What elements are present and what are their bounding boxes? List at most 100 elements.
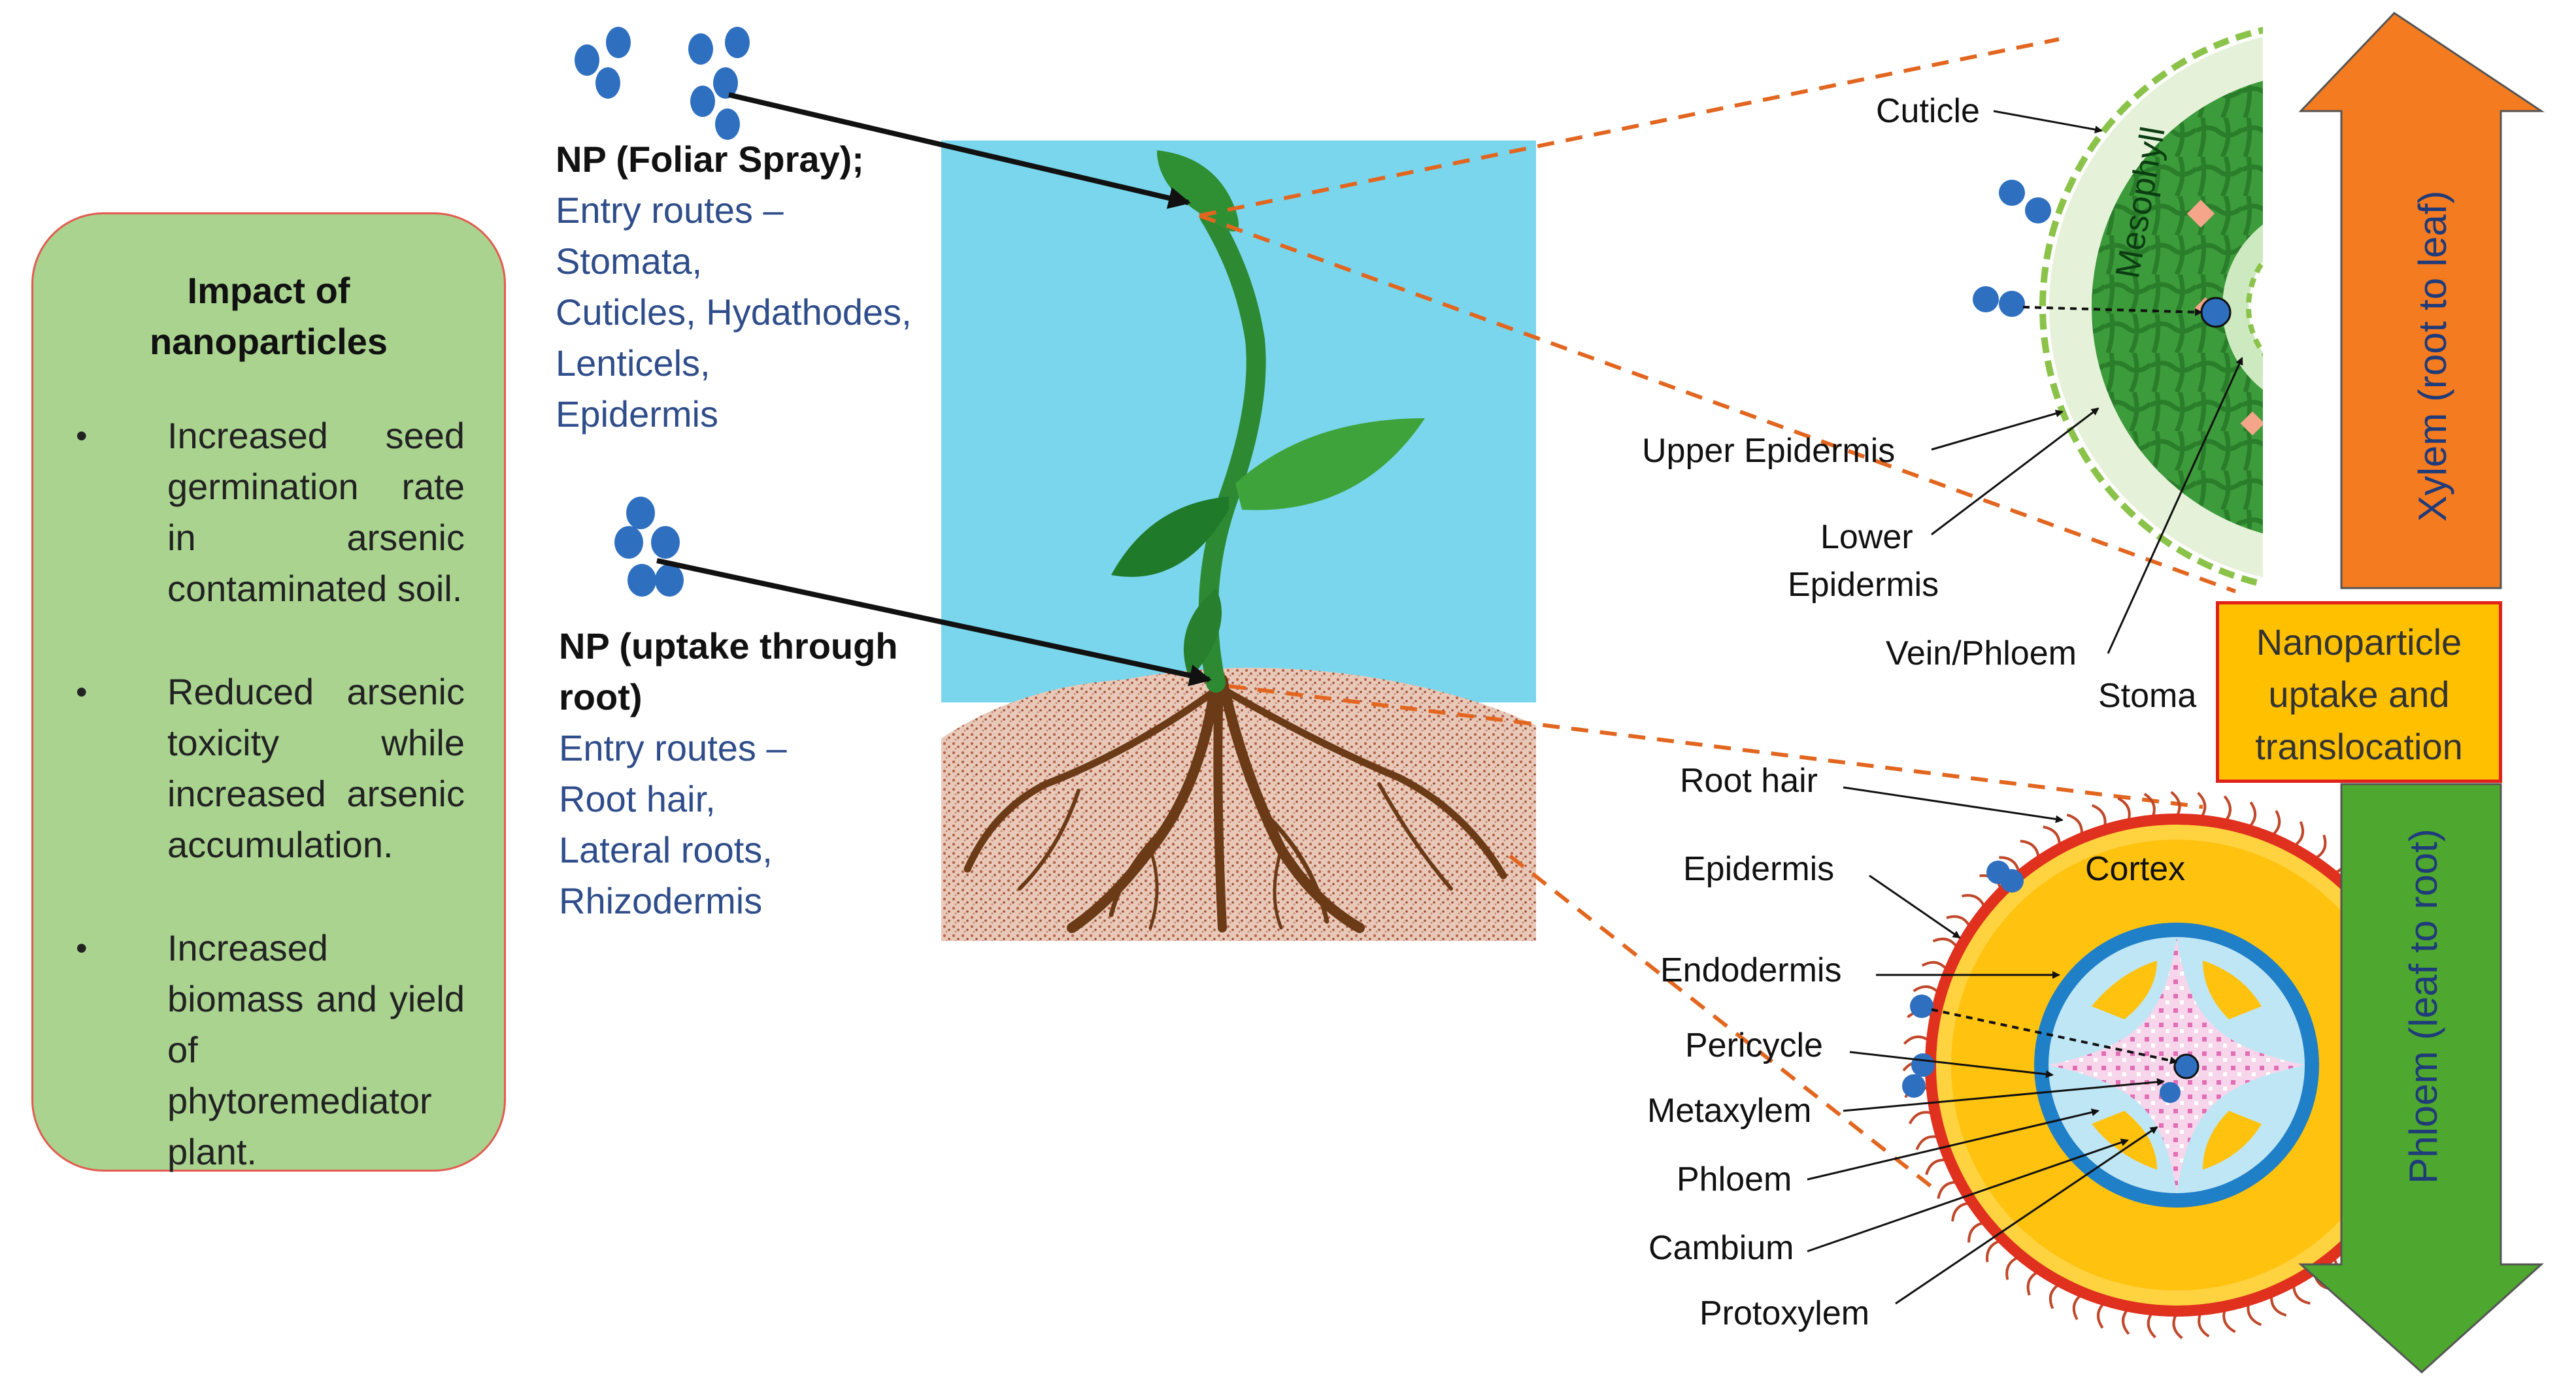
lower-leaf [1184,588,1222,680]
label-protoxylem: Protoxylem [1699,1294,1870,1332]
impact-item: Increased seed germination rate in arsen… [73,410,465,614]
root-hair-strand [2270,1294,2287,1317]
soil-mound [941,668,1536,941]
root-hair-strand [2043,825,2061,846]
label-upper-epidermis: Upper Epidermis [1642,432,1896,470]
foliar-route: Stomata, [556,240,703,282]
root-hair-strand [1915,1135,1939,1151]
root-hair-strand [1903,1035,1930,1045]
label-vein-phloem: Vein/Phloem [1886,634,2077,672]
root-hair-strand [2292,821,2305,847]
root-hair-strand [2117,797,2131,822]
label-phloem: Phloem [1677,1160,1792,1198]
foliar-route: Cuticles, Hydathodes, [556,291,912,333]
root-hair-strand [2198,1311,2210,1338]
root-hair-strand [2147,1311,2156,1339]
zoom-lines [1198,37,2237,1191]
root-title: NP (uptake through root) [559,621,898,723]
leaf-nanoparticles [1973,180,2232,328]
plant-illustration [941,140,1536,941]
impact-panel: Impact of nanoparticles Increased seed g… [31,212,506,1172]
root-entry-arrow [656,558,1212,687]
top-leaf [1157,150,1239,232]
root-hair-strand [2072,1293,2083,1321]
root-hair-strand [2049,1283,2061,1309]
root-hair-strand [2292,1284,2311,1305]
xylem-arrow-label: Xylem (root to leaf) [2411,191,2454,522]
phloem-arrow: Phloem (leaf to root) [2298,783,2544,1374]
root-hair-strand [2247,801,2256,829]
label-epidermis: Epidermis [1683,850,1835,888]
root-hair-strand [1967,1221,1985,1243]
root-hair-strand [2005,1255,2020,1280]
root-hair-strand [2026,1270,2039,1296]
root-system [963,674,1507,933]
nanoparticle-cluster-foliar [575,27,750,140]
root-hair-strand [1921,961,1949,971]
uptake-line3: translocation [2255,726,2463,767]
root-hair-strand [2172,1313,2183,1340]
impact-title-line1: Impact of [187,270,350,311]
label-cortex: Cortex [2085,850,2186,888]
uptake-line2: uptake and [2268,674,2450,715]
xylem-arrow: Xylem (root to leaf) [2298,12,2545,589]
root-np-path [1931,1008,2178,1064]
foliar-route: Entry routes – [556,189,784,231]
label-lower-epidermis-line1: Lower [1820,518,1913,556]
foliar-route: Epidermis [556,393,718,435]
root-title-line1: NP (uptake through [559,625,898,666]
root-hair-strand [1913,985,1940,995]
label-cuticle: Cuticle [1876,92,1980,130]
phloem-arrow-label: Phloem (leaf to root) [2401,829,2445,1184]
impact-item: Reduced arsenic toxicity while increased… [73,666,465,870]
root-hair-strand [2314,834,2327,860]
impact-title: Impact of nanoparticles [33,265,504,367]
label-lower-epidermis-line2: Epidermis [1788,566,1939,604]
root-hair-strand [2271,810,2281,837]
root-hair-strand [2143,793,2156,819]
label-stoma: Stoma [2098,677,2197,715]
upper-right-leaf [1235,418,1425,510]
root-pointers [1807,786,2165,1305]
root-route: Lateral roots, [559,829,773,870]
sky-background [941,140,1536,702]
root-title-line2: root) [559,676,643,717]
root-hair-strand [2247,1302,2262,1326]
root-hair-strand [2223,795,2232,823]
label-endodermis: Endodermis [1660,951,1842,989]
root-hair-strand [2066,814,2083,836]
root-route: Root hair, [559,778,716,819]
upper-left-leaf [1111,497,1229,577]
root-routes: Entry routes – Root hair, Lateral roots,… [559,723,787,927]
root-hair-strand [2020,840,2040,859]
root-hair-strand [1908,1111,1933,1125]
foliar-route: Lenticels, [556,342,711,384]
root-hair-strand [1986,1239,2001,1262]
leaf-pointers [1931,110,2243,654]
label-root-hair: Root hair [1680,762,1818,800]
label-cambium: Cambium [1648,1229,1794,1267]
foliar-routes: Entry routes – Stomata, Cuticles, Hydath… [556,185,912,440]
uptake-translocation-box: Nanoparticle uptake and translocation [2216,601,2502,783]
root-hair-strand [1925,1159,1948,1176]
root-hair-strand [2122,1308,2130,1335]
root-hair-strand [1946,915,1971,928]
leaf-cross-section [2039,27,2263,587]
foliar-entry-arrow [728,92,1191,209]
uptake-line1: Nanoparticle [2256,621,2462,663]
root-hair-strand [1951,1202,1971,1222]
root-route: Rhizodermis [559,880,763,921]
label-pericycle: Pericycle [1685,1027,1823,1064]
root-hair-strand [1962,894,1986,908]
root-hair-strand [1937,1181,1958,1199]
impact-item: Increased biomass and yield of phytoreme… [73,923,465,1177]
label-metaxylem: Metaxylem [1647,1092,1812,1130]
impact-list: Increased seed germination rate in arsen… [73,410,465,1230]
foliar-title: NP (Foliar Spray); [556,139,864,180]
impact-title-line2: nanoparticles [149,321,388,362]
leaf-np-path [2022,306,2203,316]
root-hair-strand [2222,1308,2236,1334]
root-hair-strand [2097,1302,2106,1329]
nanoparticle-cluster-root [614,497,684,597]
